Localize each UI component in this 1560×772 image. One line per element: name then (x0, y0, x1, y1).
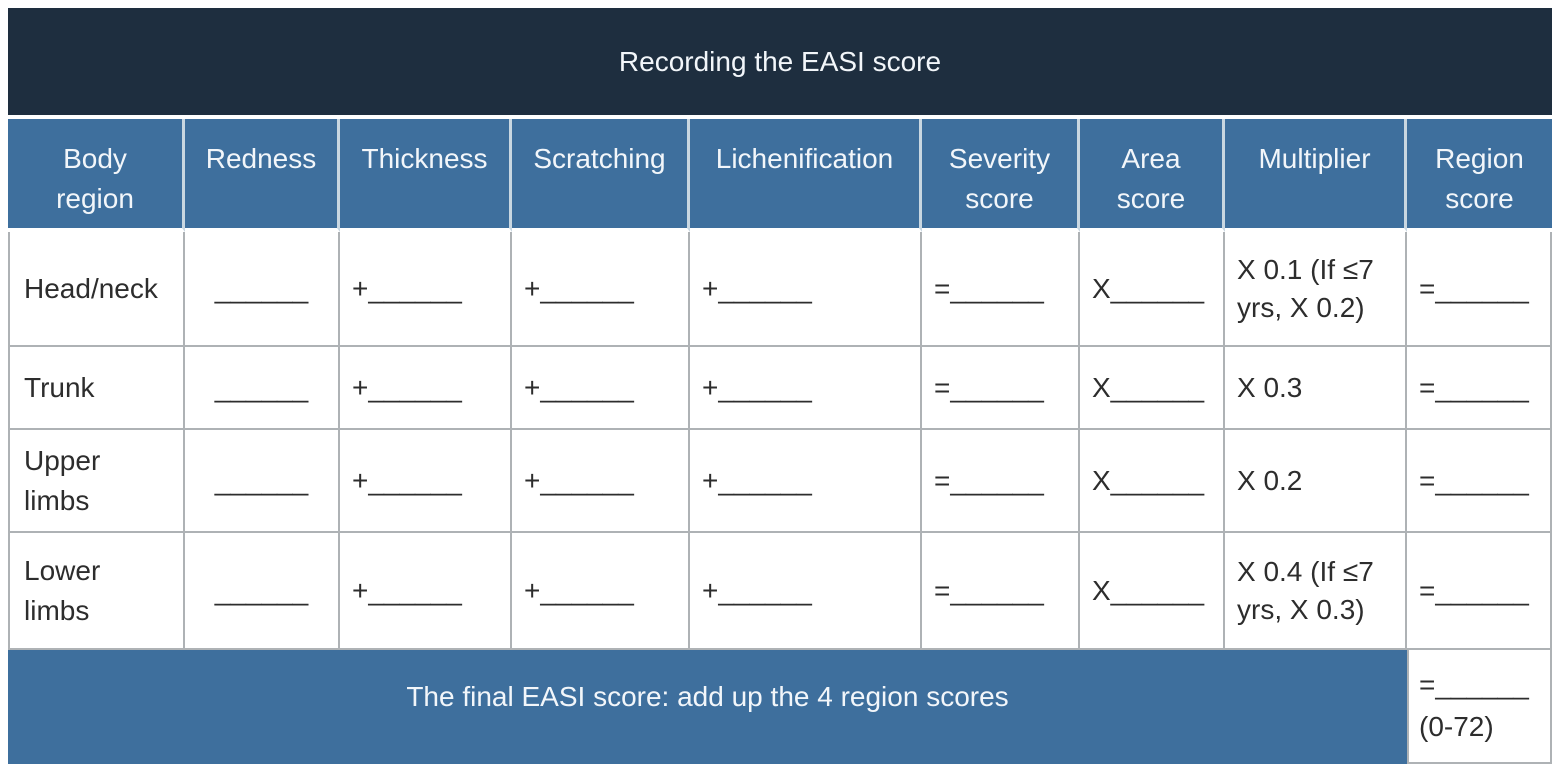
redness-blank: ______ (185, 533, 340, 650)
col-header-severity-score: Severity score (922, 119, 1080, 232)
easi-table: Body region Redness Thickness Scratching… (8, 119, 1552, 764)
row-lower-limbs: Lower limbs ______ +______ +______ +____… (8, 533, 1552, 650)
redness-blank: ______ (185, 232, 340, 347)
col-header-body-region: Body region (8, 119, 185, 232)
area-score-blank: X______ (1080, 232, 1225, 347)
region-score-blank: =______ (1407, 430, 1552, 533)
header-row: Body region Redness Thickness Scratching… (8, 119, 1552, 232)
scratching-blank: +______ (512, 533, 690, 650)
lichenification-blank: +______ (690, 232, 922, 347)
title-bar: Recording the EASI score (8, 8, 1552, 115)
area-score-blank: X______ (1080, 347, 1225, 430)
final-score-blank: =______ (1419, 669, 1529, 700)
area-score-blank: X______ (1080, 533, 1225, 650)
row-label-head-neck: Head/neck (8, 232, 185, 347)
col-header-area-score: Area score (1080, 119, 1225, 232)
col-header-redness: Redness (185, 119, 340, 232)
scratching-blank: +______ (512, 232, 690, 347)
row-head-neck: Head/neck ______ +______ +______ +______… (8, 232, 1552, 347)
region-score-blank: =______ (1407, 232, 1552, 347)
final-score-range: (0-72) (1419, 711, 1494, 742)
final-score-label: The final EASI score: add up the 4 regio… (8, 650, 1407, 764)
multiplier-value: X 0.3 (1225, 347, 1407, 430)
lichenification-blank: +______ (690, 430, 922, 533)
severity-score-blank: =______ (922, 533, 1080, 650)
footer-row: The final EASI score: add up the 4 regio… (8, 650, 1552, 764)
multiplier-value: X 0.1 (If ≤7 yrs, X 0.2) (1225, 232, 1407, 347)
severity-score-blank: =______ (922, 430, 1080, 533)
row-label-lower-limbs: Lower limbs (8, 533, 185, 650)
severity-score-blank: =______ (922, 232, 1080, 347)
row-label-upper-limbs: Upper limbs (8, 430, 185, 533)
scratching-blank: +______ (512, 347, 690, 430)
col-header-scratching: Scratching (512, 119, 690, 232)
lichenification-blank: +______ (690, 533, 922, 650)
area-score-blank: X______ (1080, 430, 1225, 533)
thickness-blank: +______ (340, 533, 512, 650)
region-score-blank: =______ (1407, 347, 1552, 430)
col-header-multiplier: Multiplier (1225, 119, 1407, 232)
lichenification-blank: +______ (690, 347, 922, 430)
multiplier-value: X 0.4 (If ≤7 yrs, X 0.3) (1225, 533, 1407, 650)
severity-score-blank: =______ (922, 347, 1080, 430)
scratching-blank: +______ (512, 430, 690, 533)
thickness-blank: +______ (340, 232, 512, 347)
row-trunk: Trunk ______ +______ +______ +______ =__… (8, 347, 1552, 430)
col-header-thickness: Thickness (340, 119, 512, 232)
row-label-trunk: Trunk (8, 347, 185, 430)
thickness-blank: +______ (340, 347, 512, 430)
redness-blank: ______ (185, 430, 340, 533)
col-header-region-score: Region score (1407, 119, 1552, 232)
thickness-blank: +______ (340, 430, 512, 533)
multiplier-value: X 0.2 (1225, 430, 1407, 533)
redness-blank: ______ (185, 347, 340, 430)
col-header-lichenification: Lichenification (690, 119, 922, 232)
region-score-blank: =______ (1407, 533, 1552, 650)
row-upper-limbs: Upper limbs ______ +______ +______ +____… (8, 430, 1552, 533)
page-title: Recording the EASI score (618, 45, 942, 77)
final-score-cell: =______ (0-72) (1407, 650, 1552, 764)
